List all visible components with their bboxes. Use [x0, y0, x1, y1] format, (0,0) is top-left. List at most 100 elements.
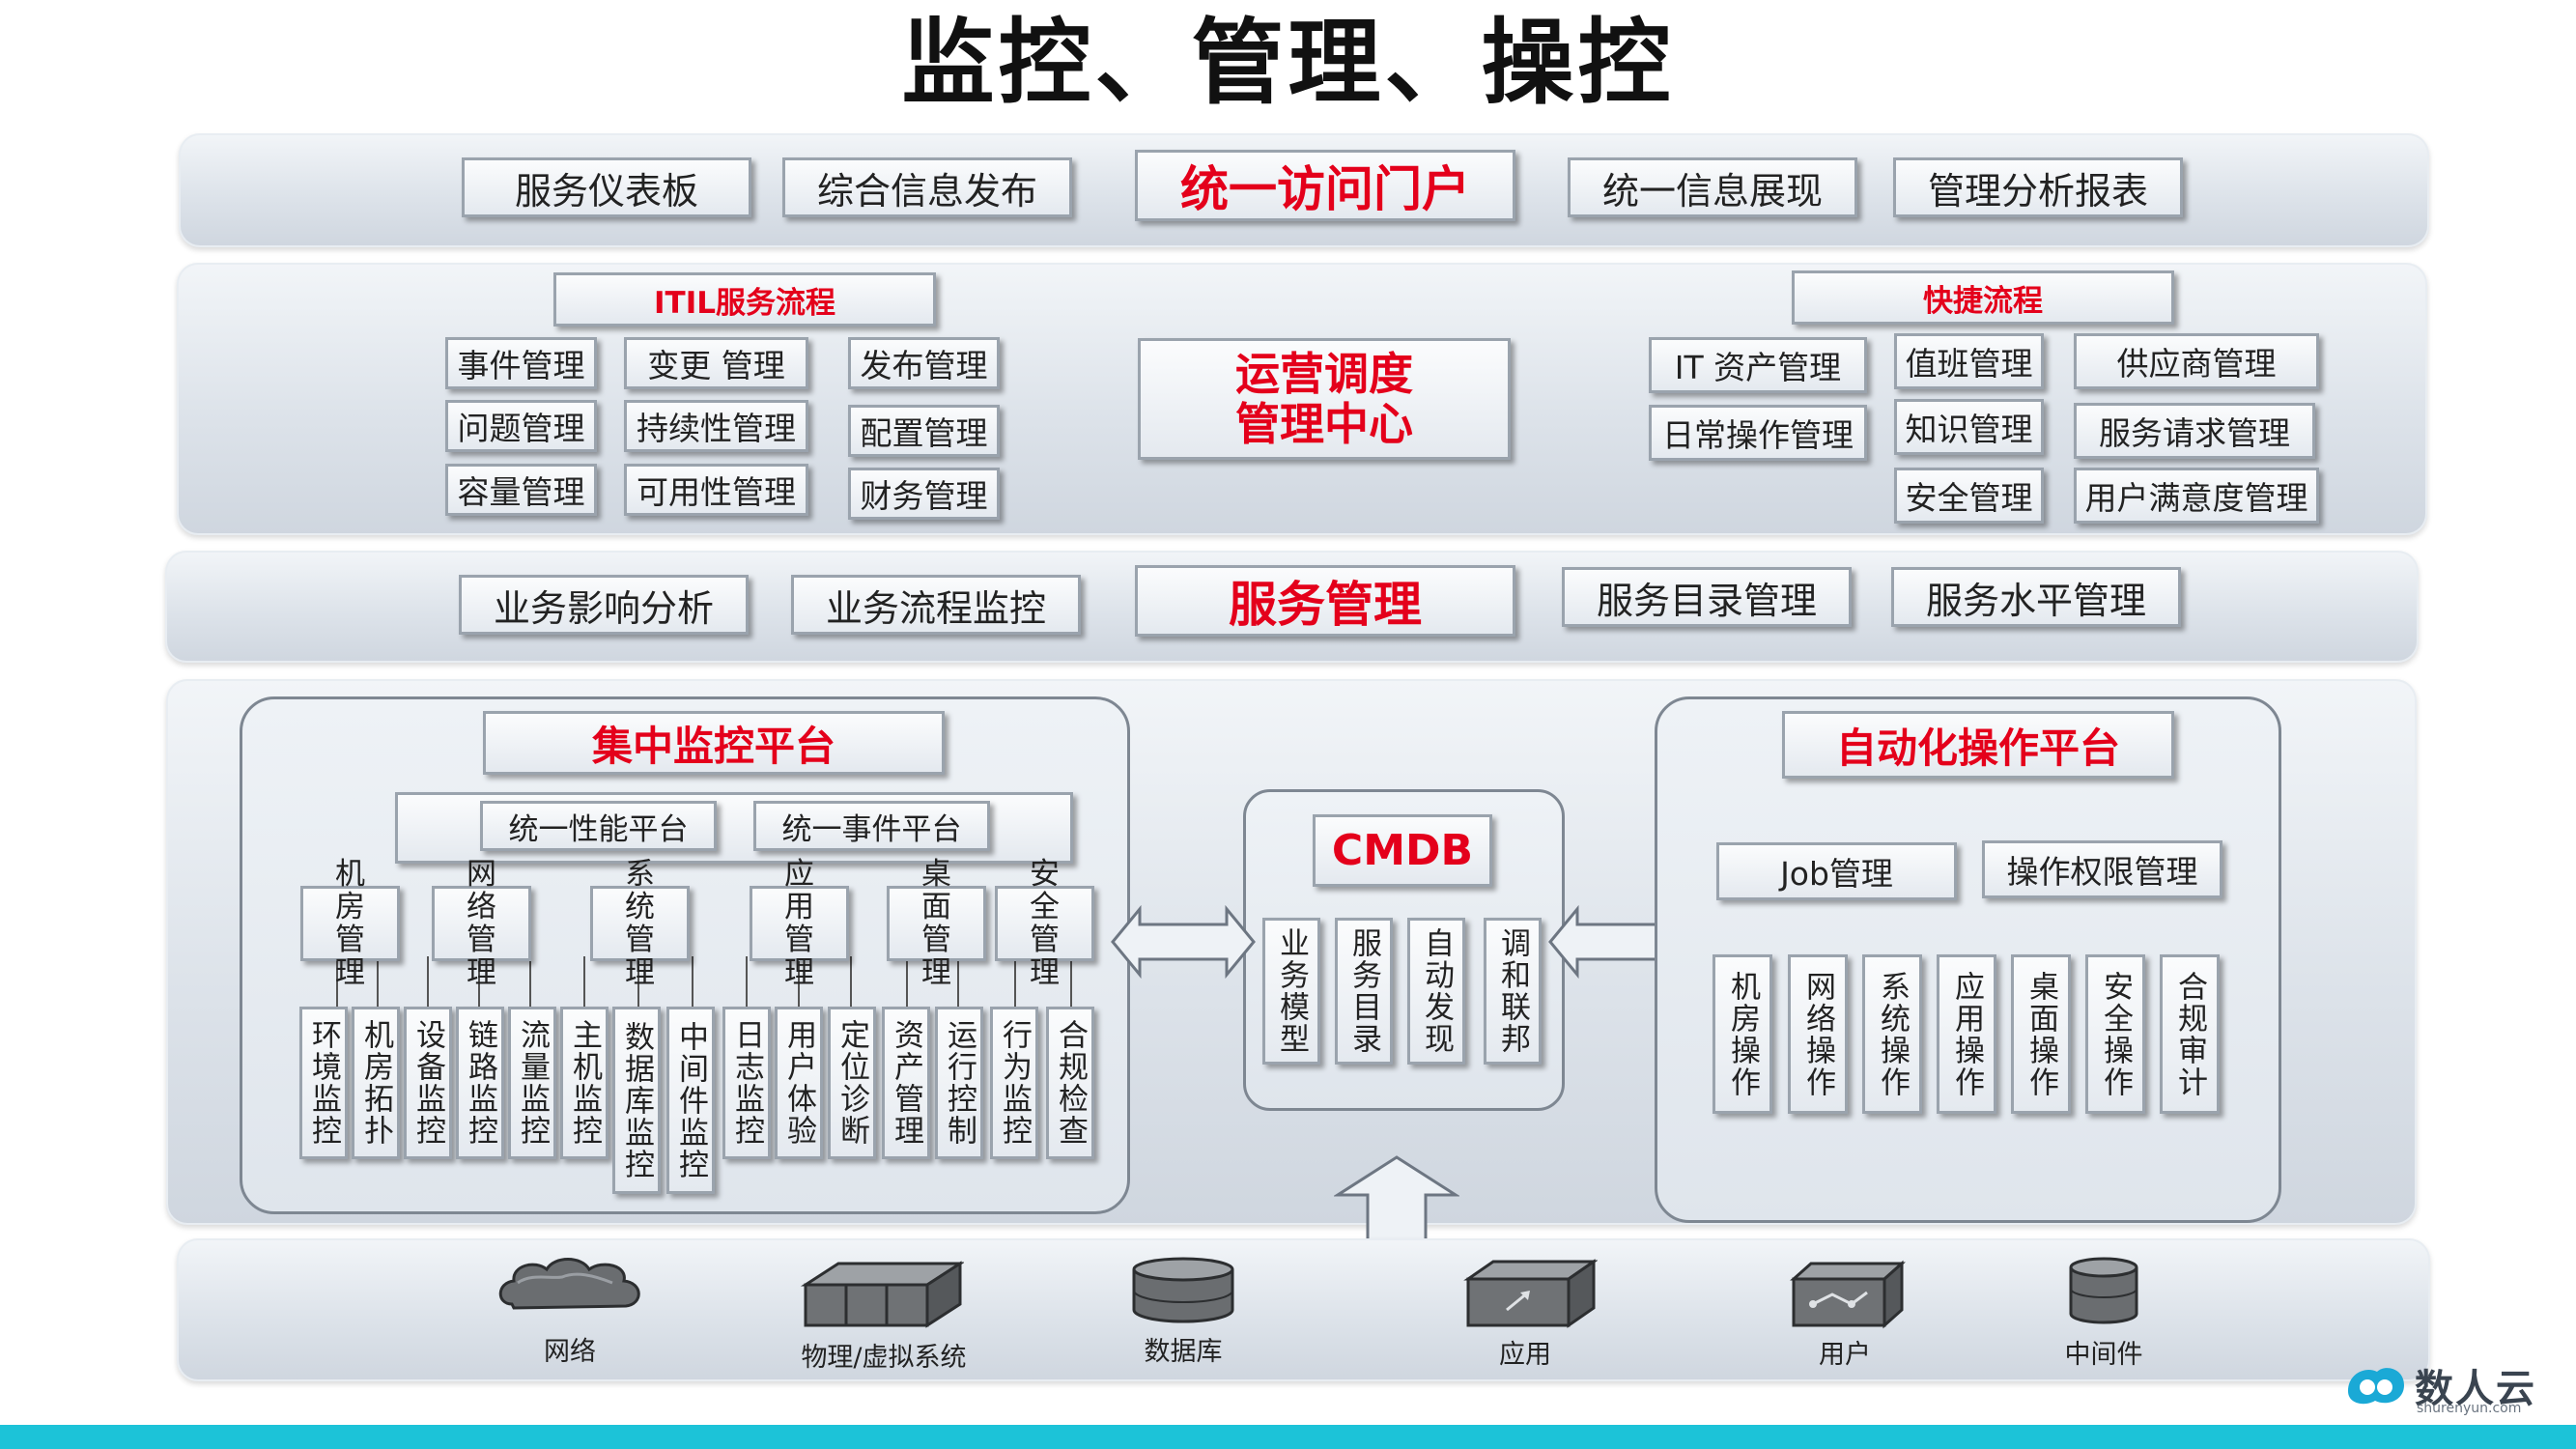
- ops-center-line2: 管理中心: [1235, 398, 1413, 450]
- itil-continuity[interactable]: 持续性管理: [624, 400, 808, 452]
- ops-center-line1: 运营调度: [1235, 348, 1413, 400]
- monitor-leaf[interactable]: 环境监控: [299, 1007, 348, 1159]
- monitor-event-platform[interactable]: 统一事件平台: [753, 801, 990, 851]
- monitor-leaf[interactable]: 链路监控: [456, 1007, 504, 1159]
- quick-service-request[interactable]: 服务请求管理: [2074, 403, 2315, 459]
- automation-item[interactable]: 网络操作: [1788, 954, 1848, 1114]
- automation-permission[interactable]: 操作权限管理: [1982, 840, 2222, 898]
- shurenyun-logo-icon: [2348, 1368, 2404, 1405]
- monitor-leaf[interactable]: 设备监控: [404, 1007, 452, 1159]
- monitor-leaf[interactable]: 机房拓扑: [352, 1007, 400, 1159]
- monitor-leaf[interactable]: 数据库监控: [612, 1007, 661, 1194]
- automation-job[interactable]: Job管理: [1716, 842, 1957, 900]
- monitor-group-network[interactable]: 网络管理: [432, 858, 531, 989]
- user-icon: [1790, 1260, 1906, 1329]
- service-management[interactable]: 服务管理: [1135, 565, 1515, 637]
- monitor-group-security[interactable]: 安全管理: [995, 858, 1094, 989]
- quick-daily-ops[interactable]: 日常操作管理: [1649, 405, 1867, 461]
- middleware-icon: [2069, 1257, 2138, 1324]
- infra-database-label: 数据库: [1144, 1337, 1223, 1367]
- monitor-leaf[interactable]: 定位诊断: [828, 1007, 876, 1159]
- quick-duty[interactable]: 值班管理: [1894, 333, 2044, 389]
- automation-item[interactable]: 机房操作: [1713, 954, 1772, 1114]
- cmdb-item[interactable]: 自动发现: [1407, 918, 1465, 1065]
- monitor-leaf[interactable]: 中间件监控: [666, 1007, 715, 1194]
- quick-satisfaction[interactable]: 用户满意度管理: [2074, 468, 2319, 524]
- portal-info-display[interactable]: 统一信息展现: [1568, 157, 1857, 217]
- monitor-leaf[interactable]: 合规检查: [1046, 1007, 1094, 1159]
- cmdb-item[interactable]: 业务模型: [1262, 918, 1320, 1065]
- automation-item[interactable]: 桌面操作: [2011, 954, 2071, 1114]
- monitor-leaf[interactable]: 日志监控: [722, 1007, 771, 1159]
- itil-label: ITIL服务流程: [553, 272, 936, 327]
- infra-user-label: 用户: [1819, 1340, 1871, 1370]
- itil-finance[interactable]: 财务管理: [848, 468, 1000, 520]
- portal-dashboard[interactable]: 服务仪表板: [462, 157, 751, 217]
- automation-item[interactable]: 应用操作: [1937, 954, 1996, 1114]
- cloud-icon: [498, 1258, 640, 1310]
- connector: [336, 956, 338, 1007]
- connector: [692, 956, 694, 1007]
- monitor-leaf[interactable]: 主机监控: [560, 1007, 609, 1159]
- connector: [478, 956, 480, 1007]
- app-icon: [1463, 1259, 1598, 1328]
- brand-name: 数人云: [2415, 1367, 2536, 1411]
- connector: [1014, 956, 1016, 1007]
- itil-release[interactable]: 发布管理: [848, 337, 1000, 389]
- service-impact[interactable]: 业务影响分析: [459, 575, 749, 635]
- monitor-group-room[interactable]: 机房管理: [300, 858, 400, 989]
- quick-knowledge[interactable]: 知识管理: [1894, 399, 2044, 455]
- itil-incident[interactable]: 事件管理: [445, 337, 597, 389]
- automation-item[interactable]: 安全操作: [2085, 954, 2145, 1114]
- brand-domain: shurenyun.com: [2417, 1401, 2522, 1416]
- connector: [529, 956, 531, 1007]
- quick-it-asset[interactable]: IT 资产管理: [1649, 337, 1867, 393]
- connector: [957, 956, 959, 1007]
- page-title: 监控、管理、操控: [901, 9, 1675, 117]
- monitor-leaf[interactable]: 流量监控: [508, 1007, 556, 1159]
- cmdb-item[interactable]: 调和联邦: [1484, 918, 1542, 1065]
- ops-center[interactable]: 运营调度 管理中心: [1138, 338, 1511, 460]
- monitor-group-desktop[interactable]: 桌面管理: [887, 858, 986, 989]
- portal-unified-access[interactable]: 统一访问门户: [1135, 150, 1515, 221]
- monitor-leaf[interactable]: 行为监控: [990, 1007, 1038, 1159]
- service-flow-monitor[interactable]: 业务流程监控: [791, 575, 1081, 635]
- monitor-perf-platform[interactable]: 统一性能平台: [480, 801, 717, 851]
- up-arrow-icon: [1334, 1155, 1459, 1243]
- portal-info-publish[interactable]: 综合信息发布: [782, 157, 1072, 217]
- automation-title: 自动化操作平台: [1782, 711, 2174, 779]
- automation-item[interactable]: 系统操作: [1862, 954, 1922, 1114]
- cmdb-item[interactable]: 服务目录: [1335, 918, 1393, 1065]
- cmdb-title: CMDB: [1313, 814, 1492, 887]
- itil-change[interactable]: 变更 管理: [624, 337, 808, 389]
- service-level[interactable]: 服务水平管理: [1891, 567, 2181, 627]
- itil-capacity[interactable]: 容量管理: [445, 464, 597, 516]
- monitor-title: 集中监控平台: [483, 711, 945, 775]
- connector: [427, 956, 429, 1007]
- server-icon: [800, 1261, 964, 1328]
- monitor-leaf[interactable]: 运行控制: [935, 1007, 983, 1159]
- connector: [906, 956, 908, 1007]
- quick-label: 快捷流程: [1792, 270, 2174, 325]
- monitor-group-app[interactable]: 应用管理: [750, 858, 849, 989]
- connector: [746, 956, 748, 1007]
- itil-availability[interactable]: 可用性管理: [624, 464, 808, 516]
- connector: [798, 956, 800, 1007]
- automation-item[interactable]: 合规审计: [2160, 954, 2220, 1114]
- connector: [583, 956, 585, 1007]
- infra-system-label: 物理/虚拟系统: [801, 1343, 967, 1373]
- itil-problem[interactable]: 问题管理: [445, 400, 597, 452]
- connector: [1070, 956, 1072, 1007]
- monitor-group-system[interactable]: 系统管理: [590, 858, 690, 989]
- portal-analysis-report[interactable]: 管理分析报表: [1893, 157, 2183, 217]
- bottom-accent-bar: [0, 1425, 2576, 1449]
- infra-middleware-label: 中间件: [2064, 1340, 2143, 1370]
- monitor-leaf[interactable]: 用户体验: [775, 1007, 823, 1159]
- infra-app-label: 应用: [1499, 1340, 1551, 1370]
- quick-supplier[interactable]: 供应商管理: [2074, 333, 2319, 389]
- quick-security[interactable]: 安全管理: [1894, 468, 2044, 524]
- itil-config[interactable]: 配置管理: [848, 405, 1000, 457]
- database-icon: [1132, 1257, 1234, 1323]
- service-catalog[interactable]: 服务目录管理: [1562, 567, 1852, 627]
- monitor-leaf[interactable]: 资产管理: [882, 1007, 930, 1159]
